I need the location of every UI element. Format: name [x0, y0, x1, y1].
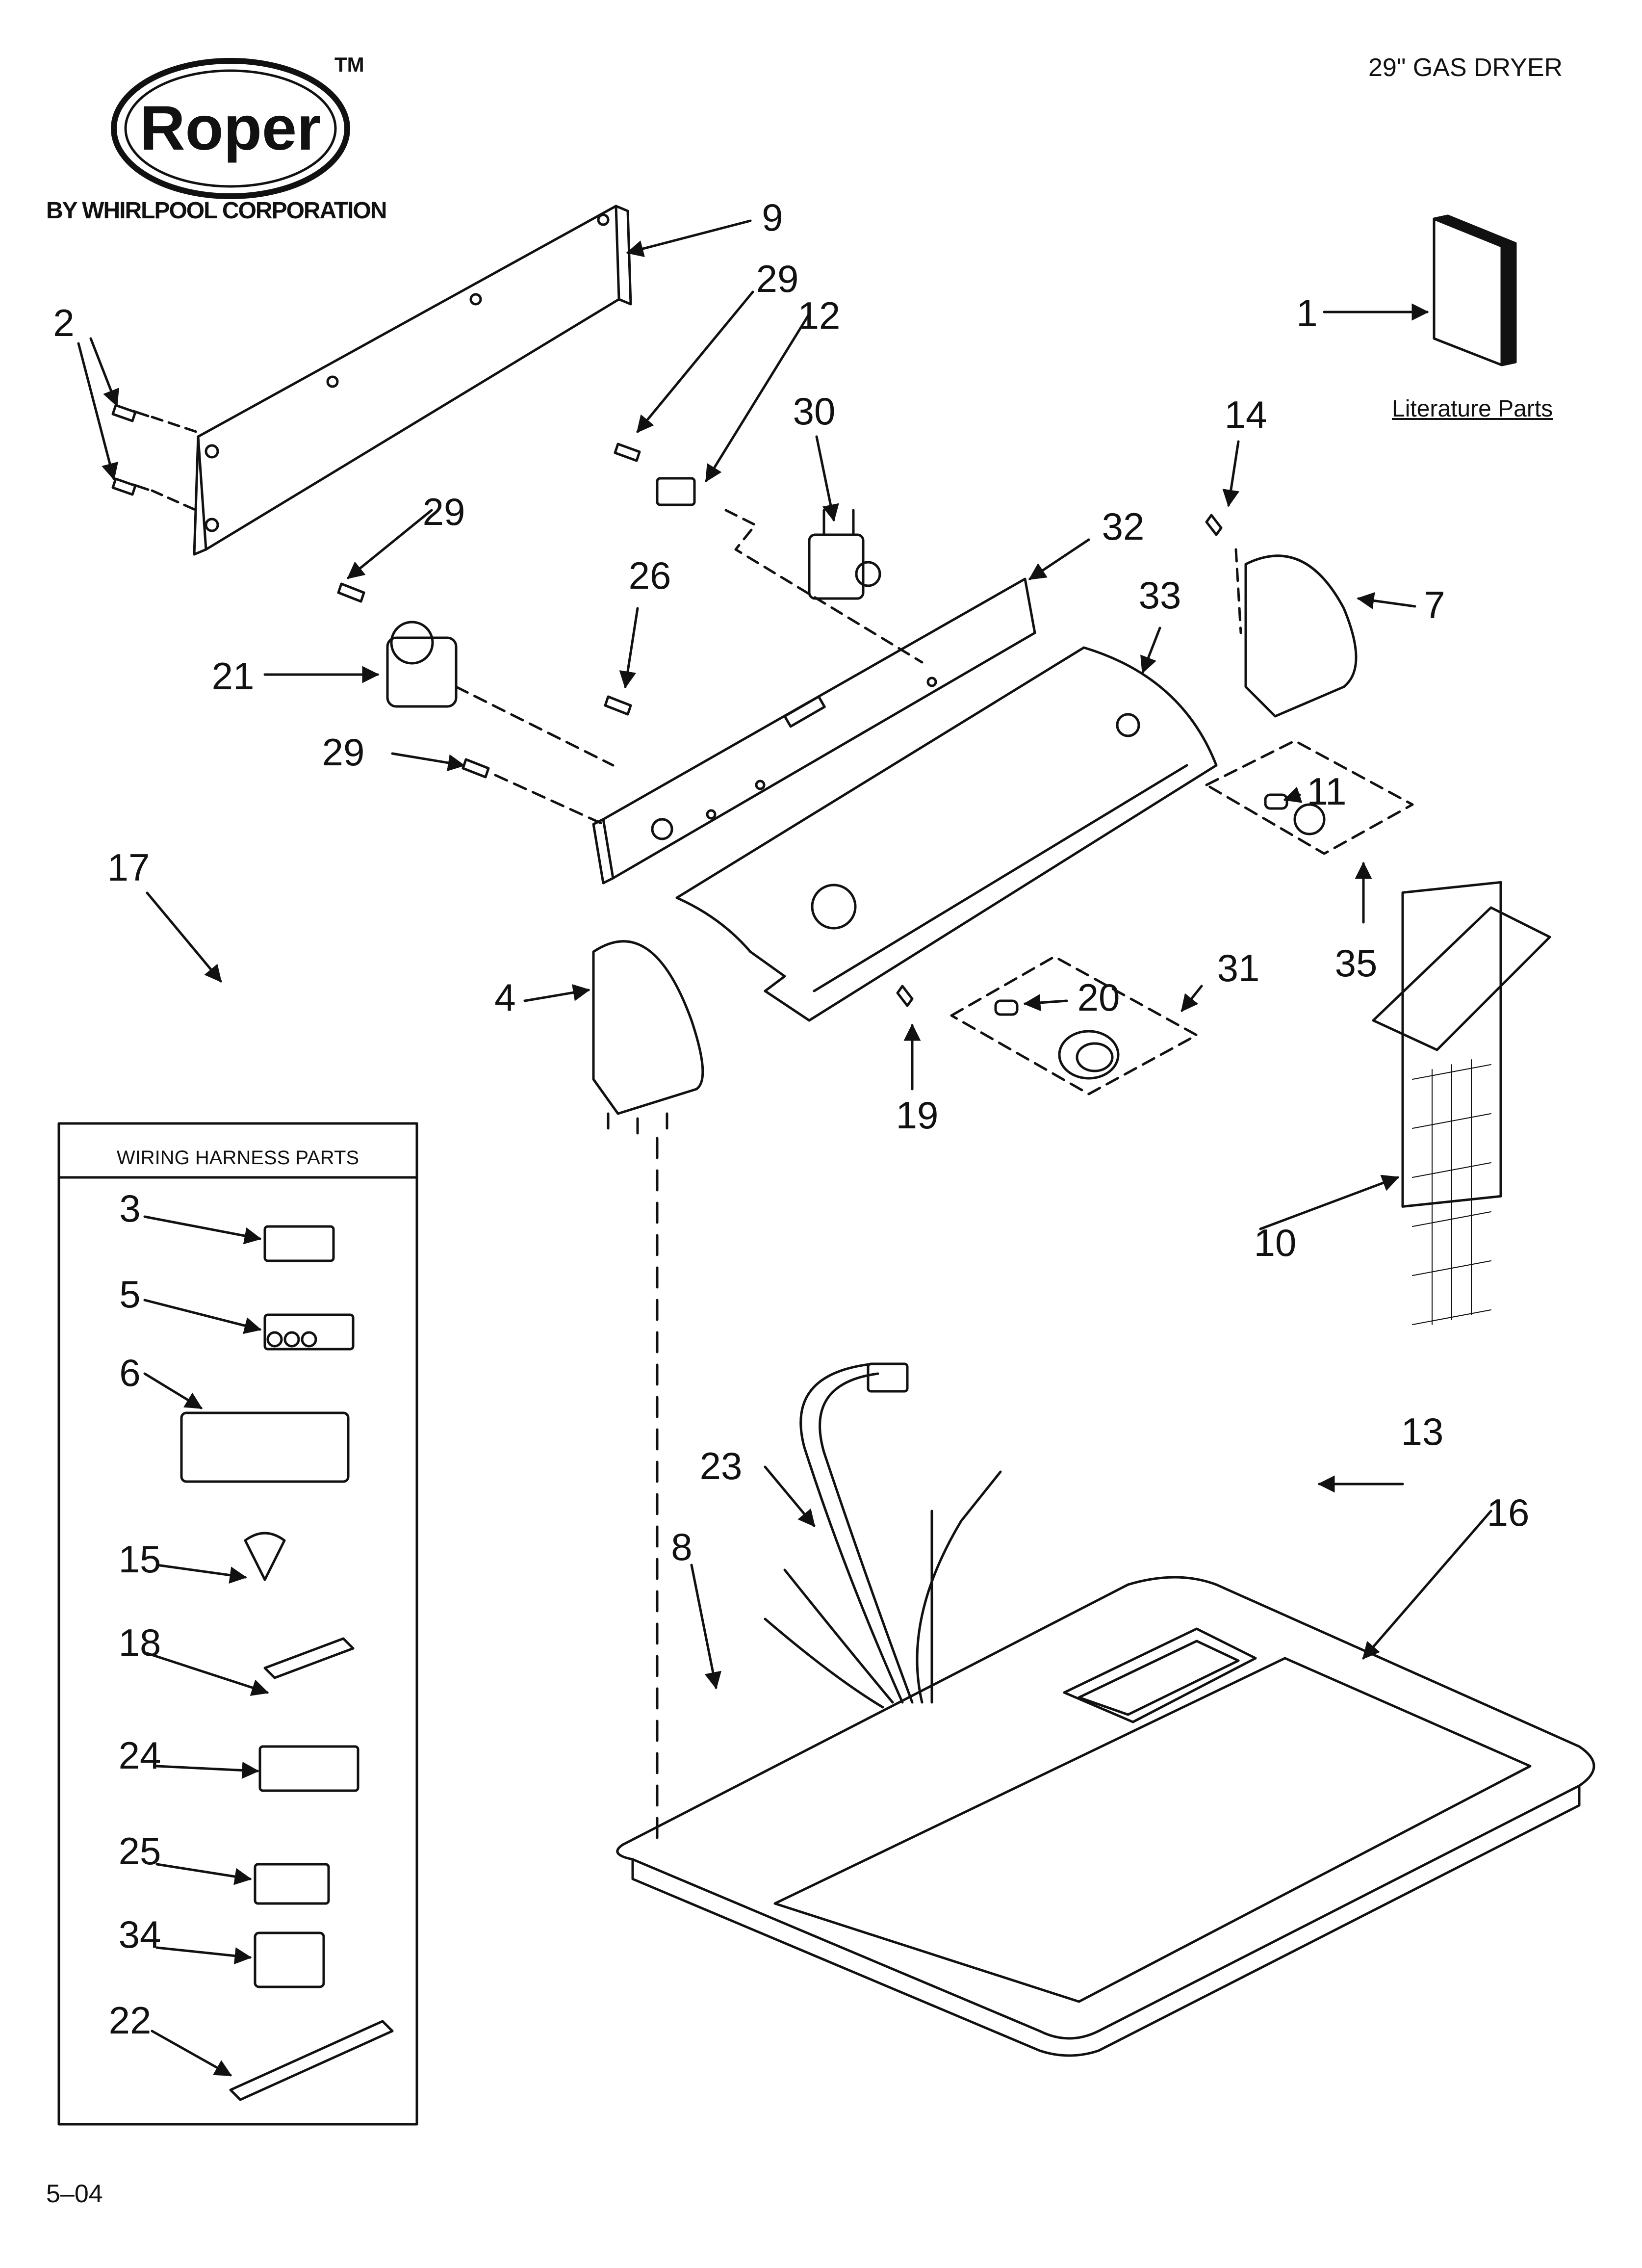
callout-20: 20	[1078, 976, 1120, 1019]
callout-10: 10	[1254, 1221, 1297, 1264]
literature-parts-label: Literature Parts	[1392, 396, 1553, 422]
roper-logo: Roper	[111, 58, 350, 199]
callout-8: 8	[671, 1525, 692, 1568]
trademark-mark: TM	[334, 53, 364, 76]
legend-number: 3	[119, 1187, 140, 1230]
literature-parts-book	[1433, 214, 1517, 366]
main-wiring-harness	[764, 1362, 1002, 1709]
control-panel-bracket	[592, 577, 1036, 885]
callout-29-middle: 29	[423, 490, 465, 533]
callout-29-top: 29	[756, 257, 799, 300]
callout-31: 31	[1217, 946, 1260, 990]
callout-13: 13	[1401, 1410, 1444, 1453]
callout-numbers: 1 2 4 7 8 9 10 11 12 13 14 16 17 19 20 2…	[53, 196, 1529, 2042]
callout-7: 7	[1424, 583, 1445, 626]
callout-29-left: 29	[322, 730, 365, 774]
brand-logo-text: Roper	[140, 93, 321, 163]
wiring-harness-legend-title: WIRING HARNESS PARTS	[116, 1147, 359, 1169]
callout-26: 26	[629, 554, 671, 597]
selector-switch	[808, 509, 881, 600]
callout-19: 19	[896, 1094, 939, 1137]
legend-number: 34	[119, 1913, 161, 1956]
legend-number: 5	[119, 1273, 140, 1316]
callout-32: 32	[1102, 505, 1145, 548]
lint-screen	[1372, 881, 1551, 1325]
callout-21: 21	[212, 654, 255, 698]
model-title: 29" GAS DRYER	[1368, 53, 1563, 82]
callout-9: 9	[762, 196, 783, 239]
callout-33: 33	[1139, 574, 1181, 617]
legend-number: 18	[119, 1621, 161, 1664]
console-backsplash	[675, 646, 1218, 1022]
callout-30: 30	[793, 390, 836, 433]
callout-16: 16	[1487, 1491, 1530, 1534]
end-cap-right	[1205, 514, 1358, 718]
legend-number: 25	[119, 1829, 161, 1873]
callout-23: 23	[700, 1444, 743, 1487]
callout-1: 1	[1296, 291, 1317, 335]
rear-panel-bracket	[193, 205, 632, 556]
callout-35: 35	[1335, 941, 1378, 985]
wiring-harness-legend-box	[57, 1122, 418, 2126]
brand-subtitle: BY WHIRLPOOL CORPORATION	[46, 198, 387, 224]
dryer-top-cover	[616, 1576, 1595, 2057]
callout-11: 11	[1307, 770, 1347, 813]
legend-number: 22	[109, 1999, 152, 2042]
legend-number: 15	[119, 1538, 161, 1581]
callout-4: 4	[494, 976, 515, 1019]
panel-screws	[337, 582, 632, 826]
legend-number: 24	[119, 1734, 161, 1777]
callout-14: 14	[1225, 393, 1267, 436]
ground-connector	[614, 443, 924, 664]
screw-pair-rear-panel	[111, 404, 198, 512]
legend-part-icons	[180, 1225, 394, 2101]
end-cap-left	[592, 940, 704, 1846]
callout-17: 17	[107, 846, 150, 889]
legend-number: 6	[119, 1351, 140, 1394]
leader-arrows	[77, 219, 1492, 2077]
callout-12: 12	[798, 294, 841, 337]
knob-group-left	[896, 955, 1198, 1095]
callout-2: 2	[53, 301, 74, 344]
timer-assembly	[386, 621, 615, 767]
date-code: 5–04	[46, 2180, 103, 2208]
